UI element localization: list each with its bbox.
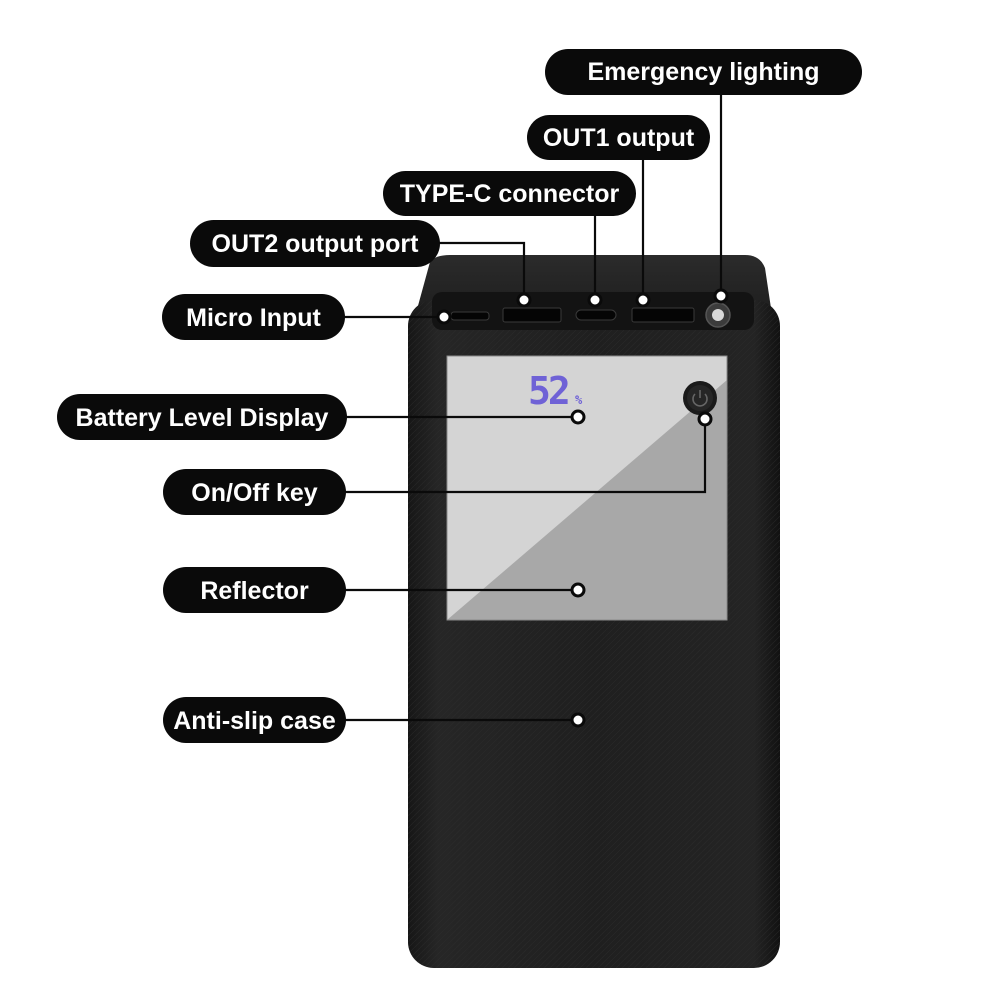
dot-out1-output [635,292,651,308]
out2-usb-port [502,307,562,323]
dot-anti-slip-case [570,712,586,728]
leader-on-off-key [345,419,707,494]
dot-battery-level-display [570,409,586,425]
label-anti-slip-case-text: Anti-slip case [173,707,336,735]
reflector-window [446,355,728,621]
label-on-off-key-text: On/Off key [191,479,318,507]
micro-usb-port [450,311,490,321]
label-micro-input: Micro Input [162,294,345,340]
marker-dots [436,288,729,728]
type-c-port [575,309,617,321]
power-bank: 52 % [408,255,780,968]
label-out2-output-port-text: OUT2 output port [212,230,420,258]
label-micro-input-text: Micro Input [186,304,321,332]
label-type-c-connector: TYPE-C connector [383,171,636,216]
label-reflector: Reflector [163,567,346,613]
label-battery-level-display-text: Battery Level Display [76,404,329,432]
label-anti-slip-case: Anti-slip case [163,697,346,743]
label-on-off-key: On/Off key [163,469,346,515]
label-out1-output: OUT1 output [527,115,710,160]
label-emergency-lighting-text: Emergency lighting [588,58,820,86]
dot-out2-output-port [516,292,532,308]
leader-lines [340,95,723,722]
label-emergency-lighting: Emergency lighting [545,49,862,95]
power-button[interactable] [683,381,717,415]
label-type-c-connector-text: TYPE-C connector [400,180,620,208]
dot-reflector [570,582,586,598]
label-out2-output-port: OUT2 output port [190,220,440,267]
dot-type-c-connector [587,292,603,308]
power-icon [692,390,708,407]
label-battery-level-display: Battery Level Display [57,394,347,440]
dot-micro-input [436,309,452,325]
dot-on-off-key [697,411,713,427]
leader-out2-output-port [430,241,526,300]
battery-level-digits: 52 [528,369,568,413]
battery-level-unit: % [575,393,583,407]
out1-usb-port [631,307,695,323]
dot-emergency-lighting [713,288,729,304]
flashlight-icon [705,302,731,328]
label-out1-output-text: OUT1 output [543,124,695,152]
label-reflector-text: Reflector [200,577,309,605]
